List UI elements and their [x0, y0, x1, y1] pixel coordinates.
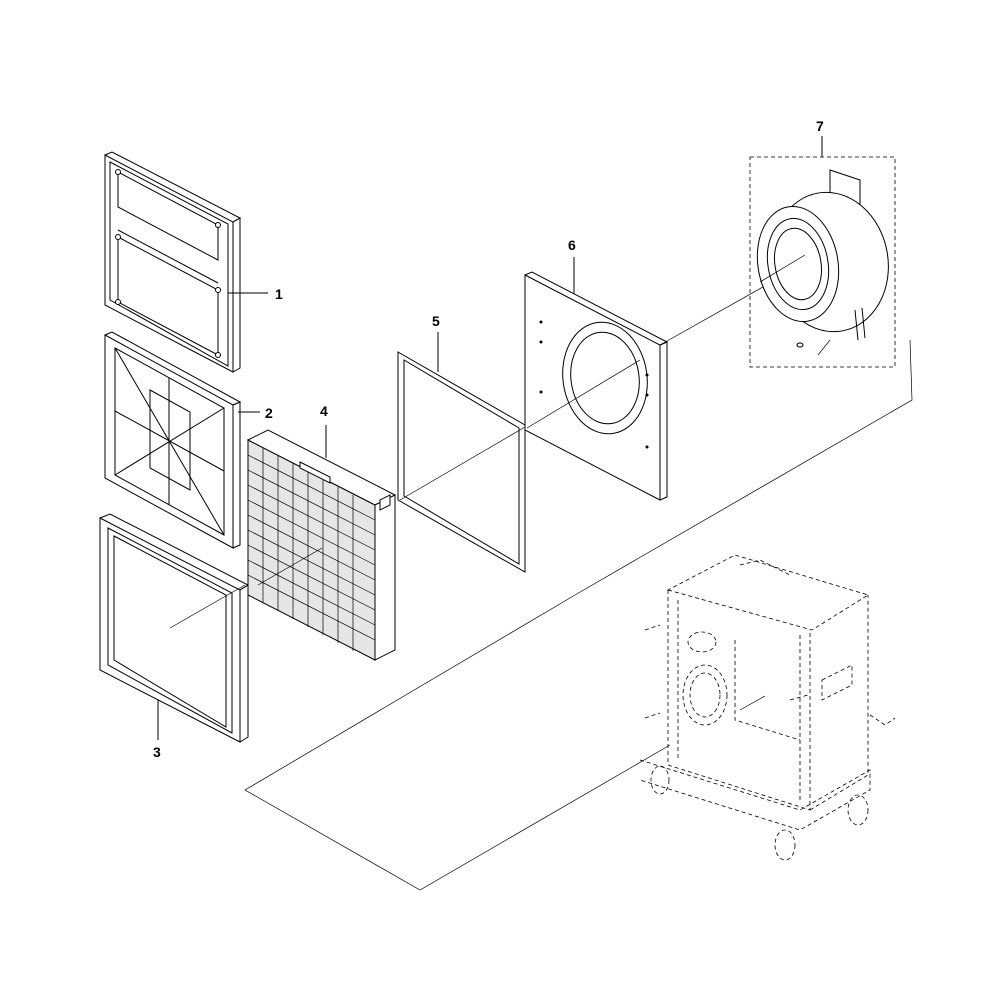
callout-5: 5 — [432, 313, 440, 372]
callout-6: 6 — [568, 237, 576, 294]
part-6-fan-plate — [524, 271, 771, 501]
svg-text:4: 4 — [320, 403, 328, 419]
svg-text:2: 2 — [265, 405, 273, 421]
callout-3: 3 — [153, 700, 161, 760]
assembled-unit-on-cart — [639, 554, 896, 861]
svg-text:3: 3 — [153, 744, 161, 760]
callout-7: 7 — [816, 118, 824, 157]
part-5-gasket — [397, 351, 526, 573]
svg-text:7: 7 — [816, 118, 824, 134]
svg-text:1: 1 — [275, 286, 283, 302]
callout-2: 2 — [238, 405, 273, 421]
svg-text:6: 6 — [568, 237, 576, 253]
part-2-prefilter-grid — [104, 331, 242, 549]
part-3-filter-frame — [99, 513, 250, 743]
assembly-guide-lines — [244, 339, 913, 891]
callout-4: 4 — [320, 403, 328, 458]
part-7-fan-motor-assembly — [749, 156, 896, 368]
part-4-hepa-filter — [246, 429, 397, 661]
callout-1: 1 — [228, 286, 283, 302]
svg-text:5: 5 — [432, 313, 440, 329]
